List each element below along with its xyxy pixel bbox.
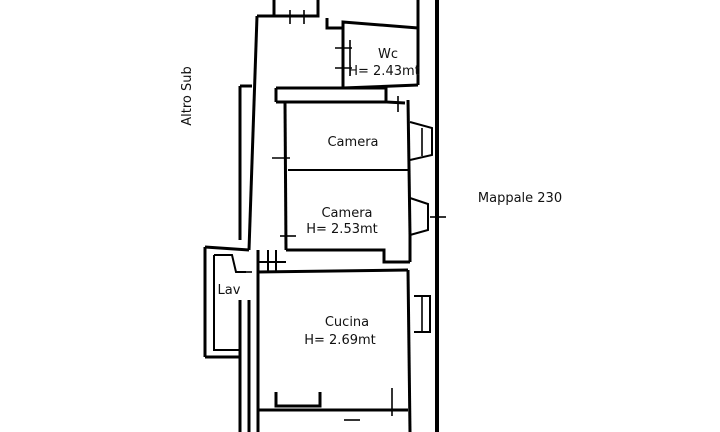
wc-name: Wc	[378, 47, 398, 62]
camera-2-name: Camera	[321, 206, 372, 221]
camera-1-name: Camera	[327, 135, 378, 150]
wc-height: H= 2.43mt	[348, 64, 420, 79]
cucina-name: Cucina	[325, 315, 369, 330]
opening-markers	[240, 10, 446, 421]
top-walls	[247, 0, 420, 251]
west-walls	[203, 84, 252, 432]
right-neighbor-label: Mappale 230	[478, 191, 562, 206]
cucina-walls	[256, 250, 412, 432]
camera-walls	[274, 86, 412, 264]
left-neighbor-label: Altro Sub	[180, 66, 195, 126]
lav-name: Lav	[218, 283, 241, 298]
camera-2-height: H= 2.53mt	[306, 222, 378, 237]
east-window-brackets	[409, 121, 433, 333]
cucina-height: H= 2.69mt	[304, 333, 376, 348]
